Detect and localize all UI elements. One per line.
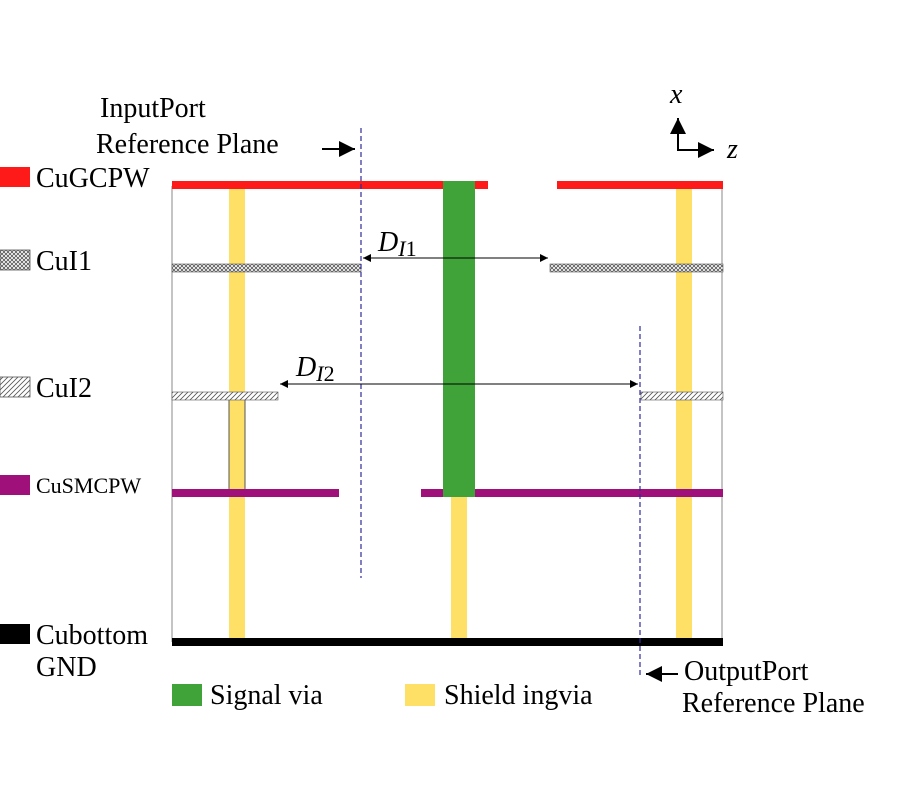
bottom-swatch: [0, 624, 30, 644]
shield-via-right: [676, 186, 692, 640]
signal-via-legend-swatch: [172, 684, 202, 706]
signal-via: [443, 181, 475, 497]
shield-via-left: [229, 186, 245, 640]
i1-layer-label: CuI1: [36, 246, 92, 277]
smcpw-trace-left: [172, 489, 339, 497]
shield-via-legend-swatch: [405, 684, 435, 706]
d2-label: DI2: [295, 352, 335, 386]
i1-layer-right: [549, 263, 724, 273]
i2-layer-right: [640, 391, 724, 401]
smcpw-swatch: [0, 475, 30, 495]
smcpw-layer-label: CuSMCPW: [36, 473, 141, 498]
x-axis-label: x: [669, 79, 683, 110]
i2-layer-label: CuI2: [36, 373, 92, 404]
output-port-label-line2: Reference Plane: [682, 688, 865, 719]
gcpw-trace-right: [557, 181, 723, 189]
bottom-layer-label-line1: Cubottom: [36, 620, 148, 651]
d1-label: DI1: [377, 227, 417, 261]
output-port-label-line1: OutputPort: [684, 656, 809, 687]
i1-layer-left: [171, 263, 362, 273]
bottom-layer-label-line2: GND: [36, 652, 97, 683]
gcpw-trace-left: [172, 181, 488, 189]
signal-via-legend-label: Signal via: [210, 680, 323, 711]
bottom-gnd-plane: [172, 638, 723, 646]
shield-via-center-lower: [451, 496, 467, 640]
input-port-label-line2: Reference Plane: [96, 129, 279, 160]
i2-swatch: [0, 376, 31, 398]
gcpw-swatch: [0, 167, 30, 187]
smcpw-trace-right: [421, 489, 723, 497]
i1-swatch: [0, 249, 31, 271]
gcpw-layer-label: CuGCPW: [36, 163, 150, 194]
input-port-label-line1: InputPort: [100, 93, 206, 124]
i2-layer-left: [171, 391, 279, 401]
z-axis-label: z: [726, 134, 738, 165]
shield-via-legend-label: Shield ingvia: [444, 680, 593, 711]
